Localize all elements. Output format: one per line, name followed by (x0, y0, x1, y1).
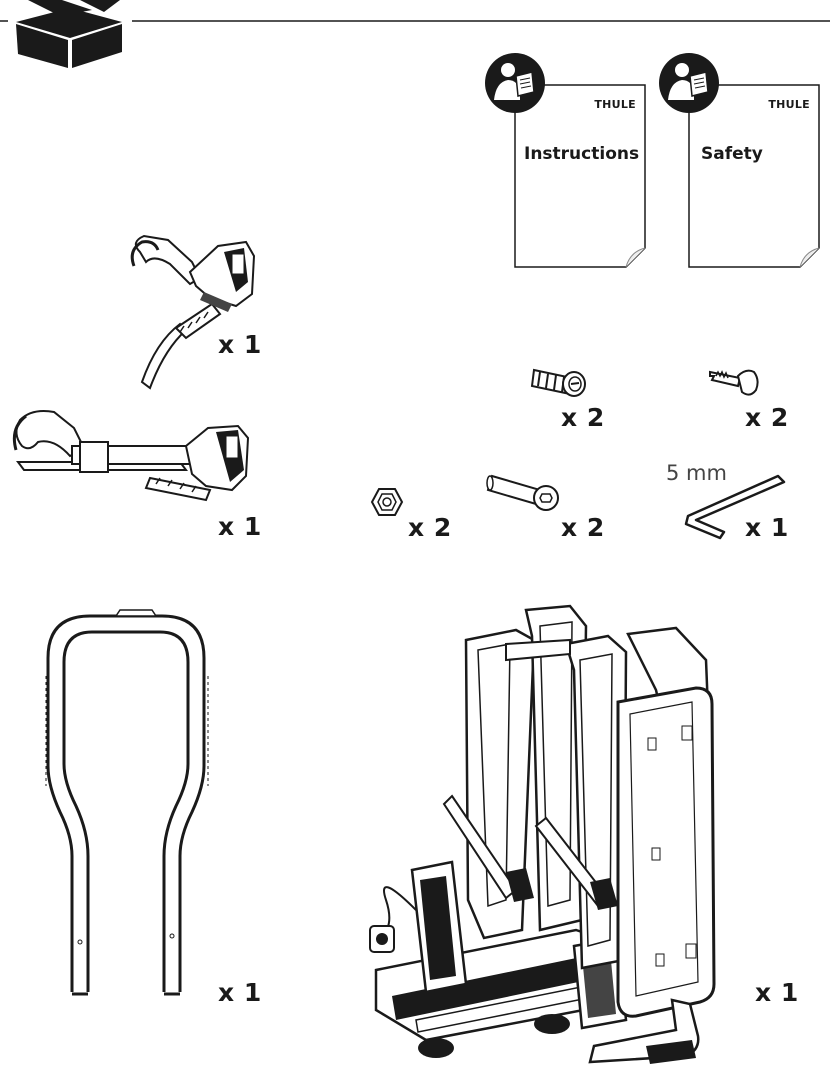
key-quantity: x 2 (745, 403, 789, 432)
bolt-quantity: x 2 (561, 513, 605, 542)
instructions-booklet: THULE Instructions (485, 53, 646, 268)
booklet-page (688, 84, 820, 268)
hex-key-quantity: x 1 (745, 513, 789, 542)
frame-holder-short-quantity: x 1 (218, 330, 262, 359)
booklet-title: Instructions (524, 144, 640, 164)
booklet-page (514, 84, 646, 268)
hex-key-illustration (684, 474, 786, 540)
bike-carrier-quantity: x 1 (755, 978, 799, 1007)
hex-key-size-label: 5 mm (666, 461, 727, 485)
frame-holder-short-illustration (130, 234, 256, 390)
lock-cylinder-quantity: x 2 (561, 403, 605, 432)
loop-frame-quantity: x 1 (218, 978, 262, 1007)
lock-cylinder-illustration (530, 368, 586, 397)
frame-holder-long-illustration (12, 410, 250, 502)
brand-logo-text: THULE (594, 98, 636, 111)
brand-logo-text: THULE (768, 98, 810, 111)
bike-carrier-illustration (369, 604, 716, 1064)
nut-quantity: x 2 (408, 513, 452, 542)
key-illustration (709, 369, 759, 396)
booklet-title: Safety (701, 144, 763, 164)
package-box-icon (0, 0, 830, 68)
hex-nut-illustration (370, 488, 404, 516)
read-manual-icon (659, 53, 719, 113)
read-manual-icon (485, 53, 545, 113)
bolt-illustration (486, 474, 559, 511)
loop-frame-illustration (45, 609, 209, 996)
frame-holder-long-quantity: x 1 (218, 512, 262, 541)
safety-booklet: THULE Safety (659, 53, 820, 268)
